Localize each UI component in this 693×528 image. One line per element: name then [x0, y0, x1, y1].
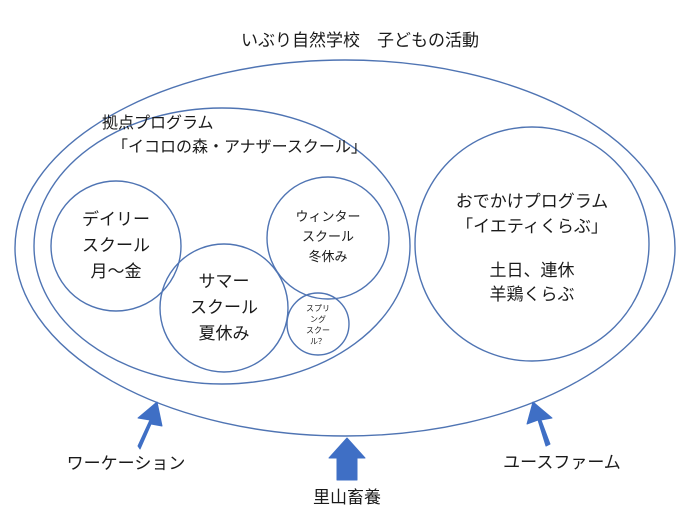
youth-farm-label: ユースファーム: [503, 453, 621, 473]
spring-school-line3: スクー: [306, 326, 330, 335]
winter-school-line1: ウィンター: [295, 210, 360, 225]
workation-label: ワーケーション: [67, 454, 186, 474]
summer-school-line3: 夏休み: [199, 324, 250, 344]
winter-school-line2: スクール: [302, 230, 354, 245]
spring-school-line1: スプリ: [306, 304, 330, 313]
school-outer-ellipse: [14, 59, 676, 437]
winter-school-line3: 冬休み: [308, 249, 347, 265]
daily-school-line1: デイリー: [82, 209, 150, 230]
spring-school-line4: ル？: [310, 337, 326, 346]
base-program-name: 「イコロの森・アナザースクール」: [112, 137, 367, 156]
base-program-label: 拠点プログラム: [102, 113, 214, 132]
spring-school-line2: ング: [310, 314, 326, 324]
daily-school-line3: 月～金: [91, 262, 142, 282]
base-program-ellipse: [33, 107, 411, 385]
outing-program-circle: おでかけプログラム 「イエティくらぶ」 土日、連休 羊鶏くらぶ: [414, 126, 650, 362]
outing-program-line4: 羊鶏くらぶ: [490, 285, 575, 305]
outing-program-line3: 土日、連休: [490, 261, 575, 281]
outing-program-line2: 「イエティくらぶ」: [456, 217, 608, 237]
diagram-title: いぶり自然学校 子どもの活動: [241, 31, 479, 51]
satoyama-arrow: [328, 437, 366, 481]
outing-program-line1: おでかけプログラム: [456, 192, 609, 212]
summer-school-circle: サマー スクール 夏休み: [159, 243, 289, 373]
satoyama-label: 里山畜養: [313, 488, 381, 508]
summer-school-line1: サマー: [199, 272, 250, 292]
daily-school-circle: デイリー スクール 月～金: [50, 180, 182, 312]
youth-farm-arrow: [526, 401, 553, 447]
winter-school-circle: ウィンター スクール 冬休み: [266, 176, 390, 300]
daily-school-line2: スクール: [82, 236, 150, 256]
summer-school-line2: スクール: [190, 298, 258, 318]
workation-arrow: [137, 401, 163, 450]
spring-school-circle: スプリ ング スクー ル？: [286, 292, 350, 356]
